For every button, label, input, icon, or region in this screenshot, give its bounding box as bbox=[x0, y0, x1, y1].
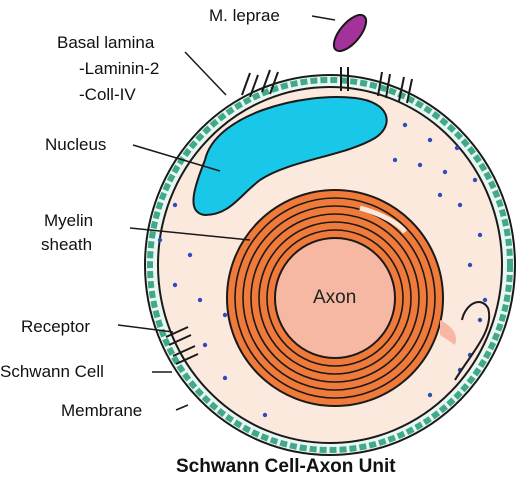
m-leprae-bacterium bbox=[332, 13, 368, 53]
inner-mesaxon-gap bbox=[359, 205, 408, 234]
diagram-caption: Schwann Cell-Axon Unit bbox=[176, 456, 396, 477]
mesaxon bbox=[454, 301, 491, 381]
label-receptor: Receptor bbox=[21, 317, 90, 336]
receptor-marks bbox=[165, 67, 413, 365]
axon-cytoplasm-wedge bbox=[440, 320, 456, 345]
label-schwann-cell: Schwann Cell bbox=[0, 362, 104, 381]
label-membrane: Membrane bbox=[61, 401, 142, 420]
basal-lamina-dashes bbox=[147, 77, 513, 453]
nucleus bbox=[192, 96, 388, 217]
label-laminin: -Laminin-2 bbox=[79, 59, 159, 78]
leader-lines bbox=[117, 15, 336, 411]
label-nucleus: Nucleus bbox=[45, 135, 106, 154]
label-sheath: sheath bbox=[41, 235, 92, 254]
label-coll: -Coll-IV bbox=[79, 85, 136, 104]
label-axon: Axon bbox=[313, 287, 356, 308]
myelin-lamellae bbox=[234, 197, 436, 399]
label-m-leprae: M. leprae bbox=[209, 6, 280, 25]
label-myelin: Myelin bbox=[44, 211, 93, 230]
axon bbox=[274, 237, 396, 359]
label-basal-lamina: Basal lamina bbox=[57, 33, 155, 52]
